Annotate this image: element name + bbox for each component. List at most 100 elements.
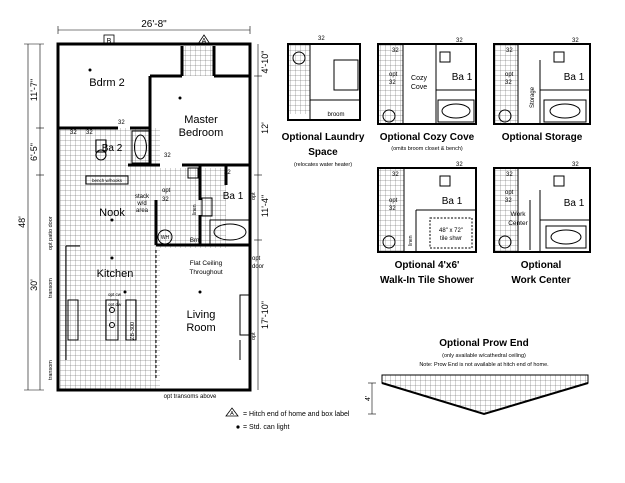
note-32: 32 [506, 48, 513, 54]
note-32: 32 [86, 130, 93, 136]
shower-type-label: tile shwr [440, 236, 462, 242]
work-center-label-line2: Center [508, 220, 528, 227]
room-master-line2: Bedroom [179, 127, 224, 139]
note-32: 32 [224, 170, 231, 176]
option-work-center: 32 32 opt 32 Work Center Ba 1 Optional W… [493, 162, 591, 286]
room-bdrm2: Bdrm 2 [89, 77, 124, 89]
room-nook: Nook [99, 207, 125, 219]
legend-can-text: = Std. can light [243, 424, 290, 431]
can-lights [88, 68, 202, 294]
note-32: 32 [392, 172, 399, 178]
note-bench: bench w/hooks [92, 178, 123, 183]
note-linen: linen [408, 235, 414, 246]
note-32: 32 [506, 172, 513, 178]
note-32: 32 [572, 162, 579, 168]
legend-hitch-text: = Hitch end of home and box label [243, 411, 350, 418]
option-work-title-line1: Optional [521, 260, 562, 271]
note-32: 32 [318, 36, 325, 42]
overall-width-dim: 26'-8" [141, 19, 167, 30]
overall-length-dim: 48' [17, 216, 27, 228]
note-32: 32 [572, 38, 579, 44]
option-laundry-title-line1: Optional Laundry [282, 132, 365, 143]
left-dim-3: 30' [29, 279, 39, 291]
note-opt: opt [251, 332, 257, 340]
cozy-cove-label-line1: Cozy [411, 75, 427, 82]
note-32: 32 [70, 130, 77, 136]
note-wh: WH [161, 235, 170, 241]
cozy-cove-label-line2: Cove [411, 84, 427, 91]
note-opt: opt [389, 198, 398, 204]
note-transom: transom [48, 278, 54, 298]
shower-size-label: 48" x 72" [439, 228, 463, 234]
note-stack: stack [135, 194, 150, 200]
option-work-title-line2: Work Center [511, 275, 570, 286]
note-linen: linen [192, 204, 198, 215]
option-storage-title: Optional Storage [502, 132, 583, 143]
main-floor-plan: 26'-8" 48' 11'-7" 6'-5" 30' 4'-10" 12' 1… [17, 19, 270, 400]
note-32: 32 [456, 162, 463, 168]
tile-floor-area [60, 128, 160, 390]
option-storage: 32 32 opt 32 Storage Ba 1 Optional Stora… [493, 38, 591, 143]
note-area: area [136, 208, 149, 214]
option-shower-title-line1: Optional 4'x6' [395, 260, 460, 271]
note-opt: opt [251, 192, 257, 200]
option-prow-end: Optional Prow End (only available w/cath… [365, 338, 589, 416]
option-laundry-space: 32 broom Optional Laundry Space (relocat… [282, 36, 365, 168]
box-label-a: A [202, 38, 207, 45]
option-walk-in-shower: 32 32 opt 32 linen Ba 1 48" x 72" tile s… [377, 162, 477, 286]
note-opt: opt [505, 72, 514, 78]
option-cozy-title: Optional Cozy Cove [380, 132, 475, 143]
option-prow-title: Optional Prow End [439, 338, 528, 349]
note-opt: opt [162, 188, 171, 194]
right-dim-4: 17'-10" [260, 301, 270, 329]
exterior-walls [56, 42, 252, 392]
can-light-icon [236, 425, 240, 429]
note-opt-door: opt [252, 256, 261, 262]
note-opt-transoms-above: opt transoms above [164, 394, 217, 400]
room-living-line2: Room [186, 322, 215, 334]
prow-depth-dim: 4' [365, 396, 372, 401]
option-prow-note1: (only available w/cathedral ceiling) [442, 353, 526, 359]
note-32: 32 [505, 198, 512, 204]
note-zb300: ZB-300 [130, 322, 136, 340]
option-cozy-note: (omits broom closet & bench) [391, 146, 463, 152]
note-32: 32 [392, 48, 399, 54]
left-dim-1: 11'-7" [29, 79, 39, 101]
right-dim-2: 12' [260, 122, 270, 134]
note-throughout: Throughout [189, 269, 222, 276]
right-dim-3: 11'-4" [260, 195, 270, 217]
note-32: 32 [164, 153, 171, 159]
note-opt-patio-door: opt patio door [48, 216, 54, 250]
note-flat-ceiling: Flat Ceiling [190, 260, 223, 267]
room-master-line1: Master [184, 114, 218, 126]
note-wd: w/d [136, 201, 146, 207]
note-opt: opt [505, 190, 514, 196]
note-opt: opt [389, 72, 398, 78]
option-prow-note2: Note: Prow End is not available at hitch… [419, 362, 549, 368]
legend-box-symbol-label: A [230, 411, 234, 417]
shower-ba1-label: Ba 1 [442, 196, 463, 207]
note-transom: transom [48, 360, 54, 380]
room-ba1: Ba 1 [223, 191, 244, 202]
note-32: 32 [505, 80, 512, 86]
option-laundry-note: (relocates water heater) [294, 162, 352, 168]
note-32: 32 [389, 206, 396, 212]
room-kitchen: Kitchen [97, 268, 134, 280]
note-brm: Brm [190, 238, 201, 244]
note-opt-dw: opt dw [108, 302, 122, 307]
note-32: 32 [118, 120, 125, 126]
option-laundry-title-line2: Space [308, 147, 338, 158]
note-opt-cw: opt cw [108, 292, 122, 297]
legend: A = Hitch end of home and box label = St… [225, 407, 350, 431]
right-dim-1: 4'-10" [260, 51, 270, 74]
option-cozy-cove: 32 32 opt 32 Cozy Cove Ba 1 Optional Coz… [377, 38, 477, 152]
note-32: 32 [162, 197, 169, 203]
box-label-b: B [107, 38, 112, 45]
cozy-ba1-label: Ba 1 [452, 72, 473, 83]
room-living-line1: Living [187, 309, 216, 321]
storage-ba1-label: Ba 1 [564, 72, 585, 83]
option-shower-title-line2: Walk-In Tile Shower [380, 275, 474, 286]
note-32: 32 [456, 38, 463, 44]
hitch-box-symbol [225, 407, 239, 417]
